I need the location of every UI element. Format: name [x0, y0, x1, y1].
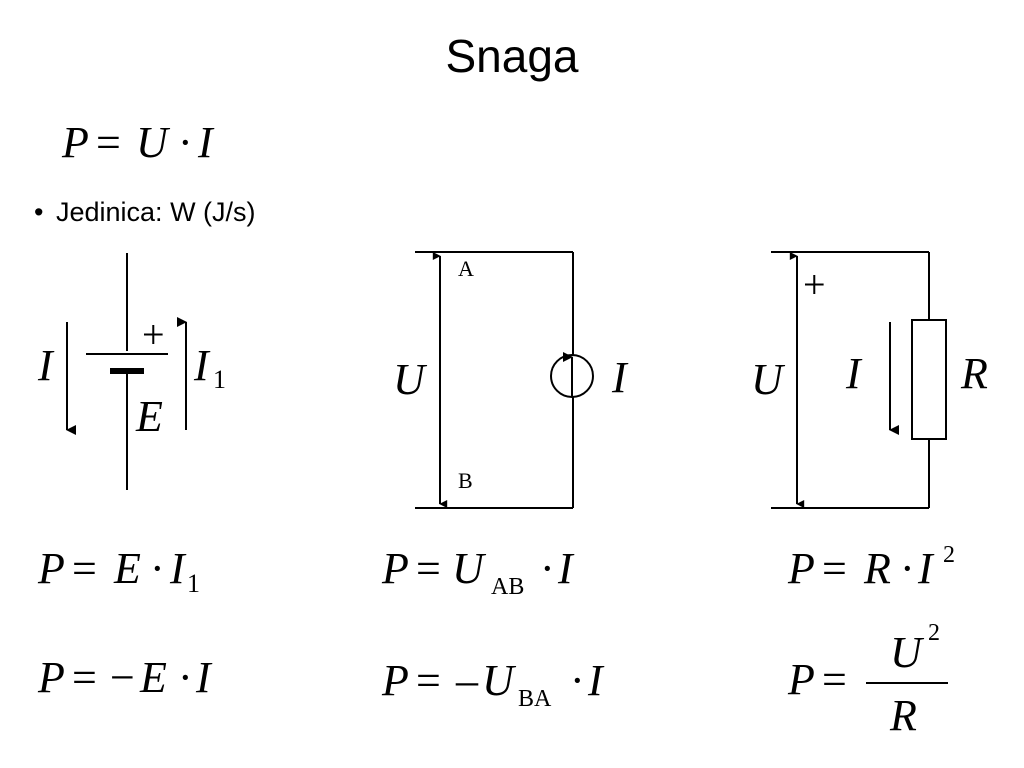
- main-formula: P = U · I: [61, 118, 215, 167]
- svg-text:=: =: [72, 653, 97, 702]
- svg-text:·: ·: [540, 544, 555, 593]
- source-formula-1: P = U AB · I: [381, 544, 575, 600]
- bullet-dot: •: [34, 197, 43, 227]
- svg-text:=: =: [416, 544, 441, 593]
- svg-text:R: R: [863, 544, 891, 593]
- svg-text:E: E: [139, 653, 167, 702]
- emf-label: E: [135, 392, 163, 441]
- svg-text:P: P: [61, 118, 89, 167]
- current-left-label: I: [37, 341, 55, 390]
- svg-text:·: ·: [900, 544, 915, 593]
- resistance-label: R: [960, 349, 988, 398]
- svg-text:U: U: [482, 656, 517, 705]
- resistor-symbol: [911, 319, 947, 440]
- svg-text:=: =: [822, 544, 847, 593]
- svg-text:I: I: [917, 544, 935, 593]
- resistor-formula-1: P = R · I 2: [787, 542, 955, 593]
- resistor-formula-2: P = U 2 R: [787, 620, 948, 740]
- svg-text:1: 1: [187, 569, 200, 598]
- current-right-subscript: 1: [213, 365, 226, 394]
- svg-text:·: ·: [178, 653, 193, 702]
- source-current-label: I: [611, 353, 629, 402]
- battery-plus-sign: +: [142, 312, 165, 357]
- svg-text:=: =: [72, 544, 97, 593]
- resistor-plus-sign: +: [803, 262, 826, 307]
- svg-text:I: I: [195, 653, 213, 702]
- resistor-current-label: I: [845, 349, 863, 398]
- svg-text:·: ·: [570, 656, 585, 705]
- battery-formula-2: P = − E · I: [37, 653, 213, 702]
- svg-text:I: I: [197, 118, 215, 167]
- svg-text:AB: AB: [491, 574, 524, 600]
- unit-text: Jedinica: W (J/s): [56, 197, 256, 227]
- svg-text:I: I: [557, 544, 575, 593]
- resistor-circuit: + U I R: [751, 251, 988, 509]
- resistor-voltage-label: U: [751, 355, 786, 404]
- battery-formula-1: P = E · I 1: [37, 544, 200, 598]
- svg-text:·: ·: [178, 118, 193, 167]
- svg-text:=: =: [96, 118, 121, 167]
- svg-text:=: =: [822, 655, 847, 704]
- voltage-label: U: [393, 355, 428, 404]
- node-a-label: A: [458, 256, 474, 281]
- svg-text:·: ·: [150, 544, 165, 593]
- svg-text:I: I: [587, 656, 605, 705]
- svg-text:U: U: [136, 118, 171, 167]
- svg-text:=: =: [416, 656, 441, 705]
- svg-text:I: I: [169, 544, 187, 593]
- battery-circuit: I I 1 + E: [37, 253, 226, 490]
- svg-text:U: U: [452, 544, 487, 593]
- svg-text:R: R: [889, 691, 917, 740]
- svg-text:BA: BA: [518, 686, 552, 712]
- svg-text:P: P: [787, 544, 815, 593]
- slide-title: Snaga: [445, 30, 578, 82]
- svg-text:–: –: [455, 656, 479, 705]
- source-circuit: A B U I: [393, 251, 629, 509]
- svg-text:P: P: [381, 656, 409, 705]
- current-right-label: I: [193, 341, 211, 390]
- svg-text:P: P: [37, 653, 65, 702]
- svg-text:P: P: [787, 655, 815, 704]
- node-b-label: B: [458, 468, 473, 493]
- svg-text:P: P: [381, 544, 409, 593]
- svg-text:−: −: [110, 653, 135, 702]
- svg-text:2: 2: [928, 620, 940, 646]
- source-formula-2: P = – U BA · I: [381, 656, 605, 712]
- svg-text:U: U: [890, 628, 925, 677]
- svg-text:2: 2: [943, 542, 955, 568]
- svg-text:E: E: [113, 544, 141, 593]
- svg-text:P: P: [37, 544, 65, 593]
